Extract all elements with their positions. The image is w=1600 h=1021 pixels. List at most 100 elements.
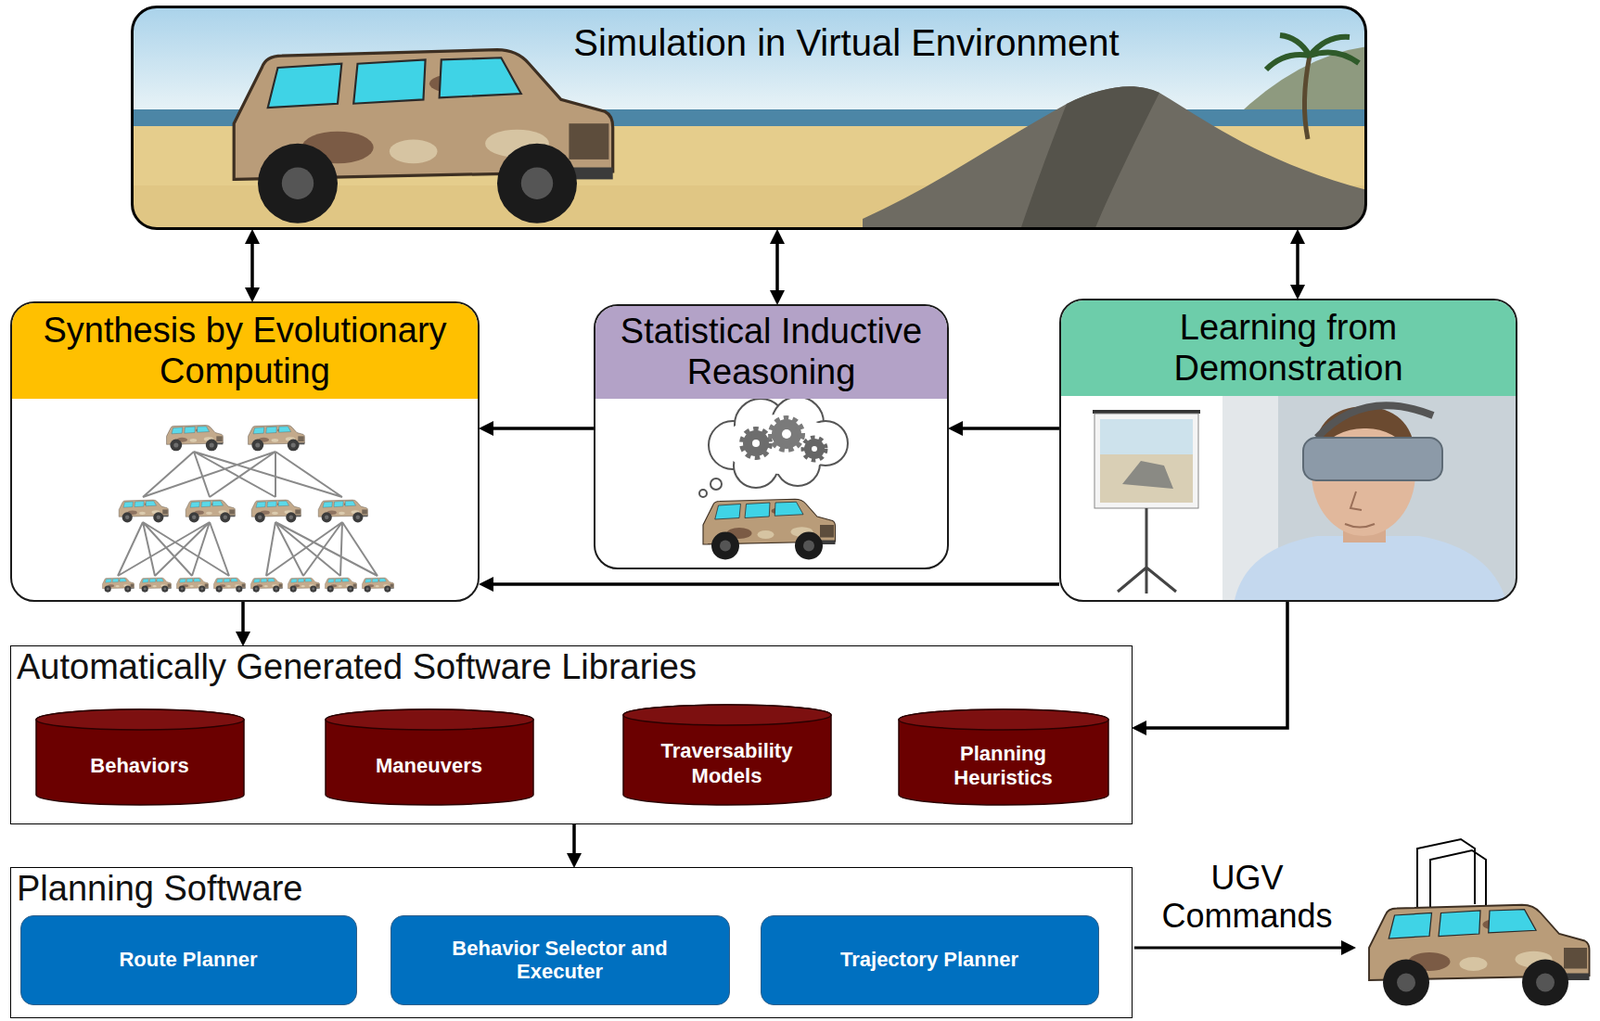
car-icon bbox=[361, 577, 394, 593]
box-title: Learning from Demonstration bbox=[1074, 307, 1503, 389]
planner-name: Trajectory Planner bbox=[840, 947, 1019, 972]
photo-wall bbox=[1222, 396, 1517, 602]
method-box: Synthesis by Evolutionary Computing bbox=[10, 301, 480, 602]
thought-bubble bbox=[699, 489, 707, 498]
car-icon bbox=[250, 577, 282, 593]
cylinder-top bbox=[898, 709, 1109, 730]
ugv-vehicle bbox=[1134, 839, 1590, 1007]
library-panel: Automatically Generated Software Librari… bbox=[10, 645, 1133, 825]
gear-hole bbox=[781, 429, 792, 439]
box-title: Statistical Inductive Reasoning bbox=[608, 311, 935, 393]
library-name: Maneuvers bbox=[375, 754, 483, 779]
screen-image bbox=[1100, 419, 1193, 503]
connector-arrow bbox=[1295, 243, 1300, 285]
label-holder: UGV Commands bbox=[1142, 858, 1352, 936]
antenna-frame bbox=[1417, 839, 1475, 914]
panel-title: Simulation in Virtual Environment bbox=[133, 8, 1365, 64]
car-icon bbox=[248, 425, 306, 452]
cylinder-body bbox=[36, 709, 244, 806]
headset-strap bbox=[1317, 405, 1434, 438]
car-icon bbox=[287, 577, 320, 593]
planner-button: Trajectory Planner bbox=[760, 915, 1100, 1006]
tree-lines bbox=[142, 451, 343, 498]
library-cylinder: Planning Heuristics bbox=[897, 708, 1110, 807]
command-arrow bbox=[1134, 947, 1342, 950]
projection-screen bbox=[1094, 413, 1199, 509]
planner-button: Behavior Selector and Executer bbox=[390, 915, 730, 1006]
connector-arrow bbox=[493, 426, 594, 431]
tree-lines bbox=[117, 522, 378, 576]
connector-arrow bbox=[493, 582, 1060, 587]
rock-shade bbox=[1020, 86, 1160, 230]
humvee bbox=[703, 499, 836, 560]
cloud-fill bbox=[723, 414, 835, 474]
simulation-panel: Simulation in Virtual Environment bbox=[130, 5, 1368, 231]
car-icon bbox=[185, 499, 235, 523]
face bbox=[1344, 491, 1375, 528]
rock-mound bbox=[862, 86, 1367, 230]
shirt bbox=[1233, 536, 1508, 602]
card-header: Statistical Inductive Reasoning bbox=[595, 306, 948, 399]
gear-hole bbox=[811, 446, 818, 452]
connector-arrow bbox=[241, 601, 245, 632]
gear-hole bbox=[752, 439, 760, 448]
evolution-tree bbox=[102, 425, 394, 593]
library-panel: Planning SoftwareRoute Planner Behavior S… bbox=[10, 867, 1133, 1019]
panel-title: Planning Software bbox=[11, 868, 1132, 910]
car-icon bbox=[166, 425, 224, 452]
connector-arrow bbox=[572, 824, 576, 854]
library-cylinder: Traversability Models bbox=[622, 704, 832, 807]
thought-bubble bbox=[710, 478, 722, 490]
library-name: Behaviors bbox=[89, 754, 189, 779]
connector-arrow bbox=[962, 426, 1060, 431]
method-box: Learning from Demonstration bbox=[1059, 298, 1518, 602]
method-box: Statistical Inductive Reasoning bbox=[593, 304, 949, 570]
planner-name: Behavior Selector and Executer bbox=[442, 936, 679, 985]
cylinder-body bbox=[898, 709, 1109, 806]
library-name: Planning Heuristics bbox=[916, 742, 1091, 792]
arrow-label: UGV Commands bbox=[1142, 858, 1352, 936]
gear bbox=[771, 419, 802, 449]
car-icon bbox=[251, 499, 301, 523]
car-icon bbox=[213, 577, 245, 593]
humvee bbox=[233, 50, 614, 224]
screen-bar bbox=[1092, 409, 1201, 414]
cylinder-top bbox=[623, 704, 832, 726]
cylinder-top bbox=[36, 709, 244, 730]
cylinder-body bbox=[623, 704, 832, 806]
cylinder-top bbox=[325, 709, 534, 730]
car-icon bbox=[318, 499, 368, 523]
gear bbox=[742, 430, 769, 457]
car-icon bbox=[139, 577, 171, 593]
desert-scene bbox=[131, 6, 1367, 230]
planner-name: Route Planner bbox=[118, 947, 257, 972]
panel-title: Automatically Generated Software Librari… bbox=[11, 646, 1132, 689]
car-icon bbox=[176, 577, 208, 593]
library-cylinder: Maneuvers bbox=[324, 708, 535, 807]
tripod bbox=[1117, 508, 1177, 594]
planner-button: Route Planner bbox=[20, 915, 358, 1006]
card-header: Learning from Demonstration bbox=[1061, 300, 1516, 397]
screen-rock bbox=[1122, 460, 1174, 489]
antenna-frame bbox=[1430, 850, 1486, 914]
gear bbox=[804, 438, 825, 460]
headset bbox=[1303, 437, 1443, 481]
connector-arrow bbox=[1146, 601, 1288, 729]
library-name: Traversability Models bbox=[640, 739, 814, 789]
photo bbox=[1222, 396, 1517, 602]
card-header: Synthesis by Evolutionary Computing bbox=[12, 303, 478, 399]
connector-arrow bbox=[775, 243, 780, 291]
connector-arrow bbox=[250, 243, 255, 288]
palm-fronds bbox=[1266, 35, 1359, 70]
demonstration-setup bbox=[1092, 396, 1520, 605]
car-icon bbox=[118, 499, 168, 523]
car-icon bbox=[324, 577, 357, 593]
library-cylinder: Behaviors bbox=[35, 708, 245, 807]
box-title: Synthesis by Evolutionary Computing bbox=[25, 310, 465, 392]
car-icon bbox=[102, 577, 134, 593]
screen-sky bbox=[1100, 419, 1193, 455]
cylinder-body bbox=[325, 709, 534, 806]
thinking-car bbox=[699, 396, 848, 561]
palm-trunk bbox=[1304, 55, 1310, 140]
